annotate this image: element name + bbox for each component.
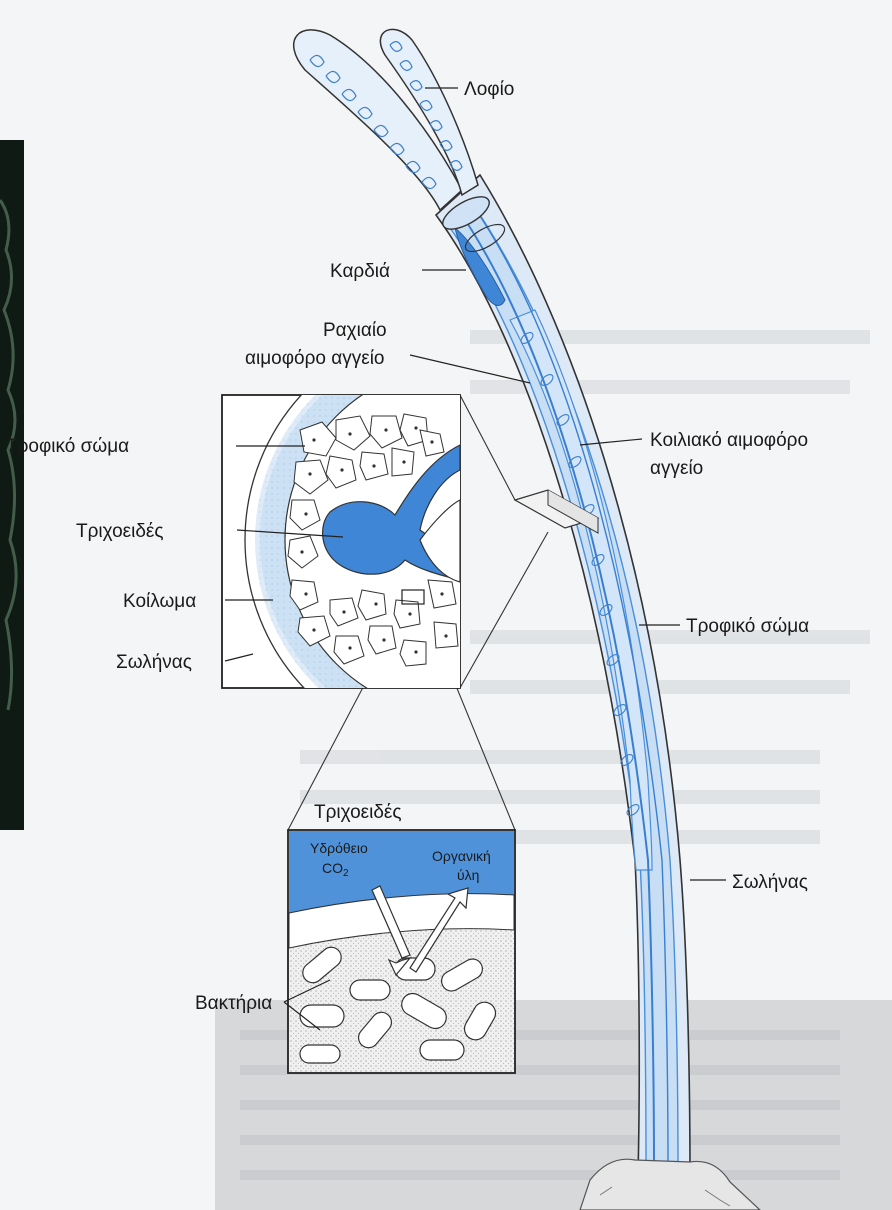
label-kardia: Καρδιά xyxy=(330,261,390,282)
label-koiliako-2: αγγείο xyxy=(650,458,703,479)
label-koiliako-1: Κοιλιακό αιμοφόρο xyxy=(650,430,808,451)
label-organiki-2: ύλη xyxy=(457,867,479,883)
label-ydrotheio: Υδρόθειο xyxy=(310,840,368,856)
label-solinas-left: Σωλήνας xyxy=(116,652,192,673)
label-trichoeides-left: Τριχοειδές xyxy=(76,521,164,542)
label-trofiko-soma-right: Τροφικό σώμα xyxy=(686,616,809,637)
label-lofio: Λοφίο xyxy=(464,79,514,100)
label-trofiko-soma-left: Τροφικό σώμα xyxy=(6,436,129,457)
label-vaktiria: Βακτήρια xyxy=(195,993,272,1014)
label-solinas-right: Σωλήνας xyxy=(732,872,808,893)
label-trichoeides-bottom: Τριχοειδές xyxy=(314,802,402,823)
label-rachiaio-1: Ραχιαίο xyxy=(323,320,387,341)
label-rachiaio-2: αιμοφόρο αγγείο xyxy=(245,348,385,369)
label-koiloma: Κοίλωμα xyxy=(123,591,196,612)
label-organiki-1: Οργανική xyxy=(432,848,491,864)
tubeworm-photo xyxy=(0,140,24,830)
